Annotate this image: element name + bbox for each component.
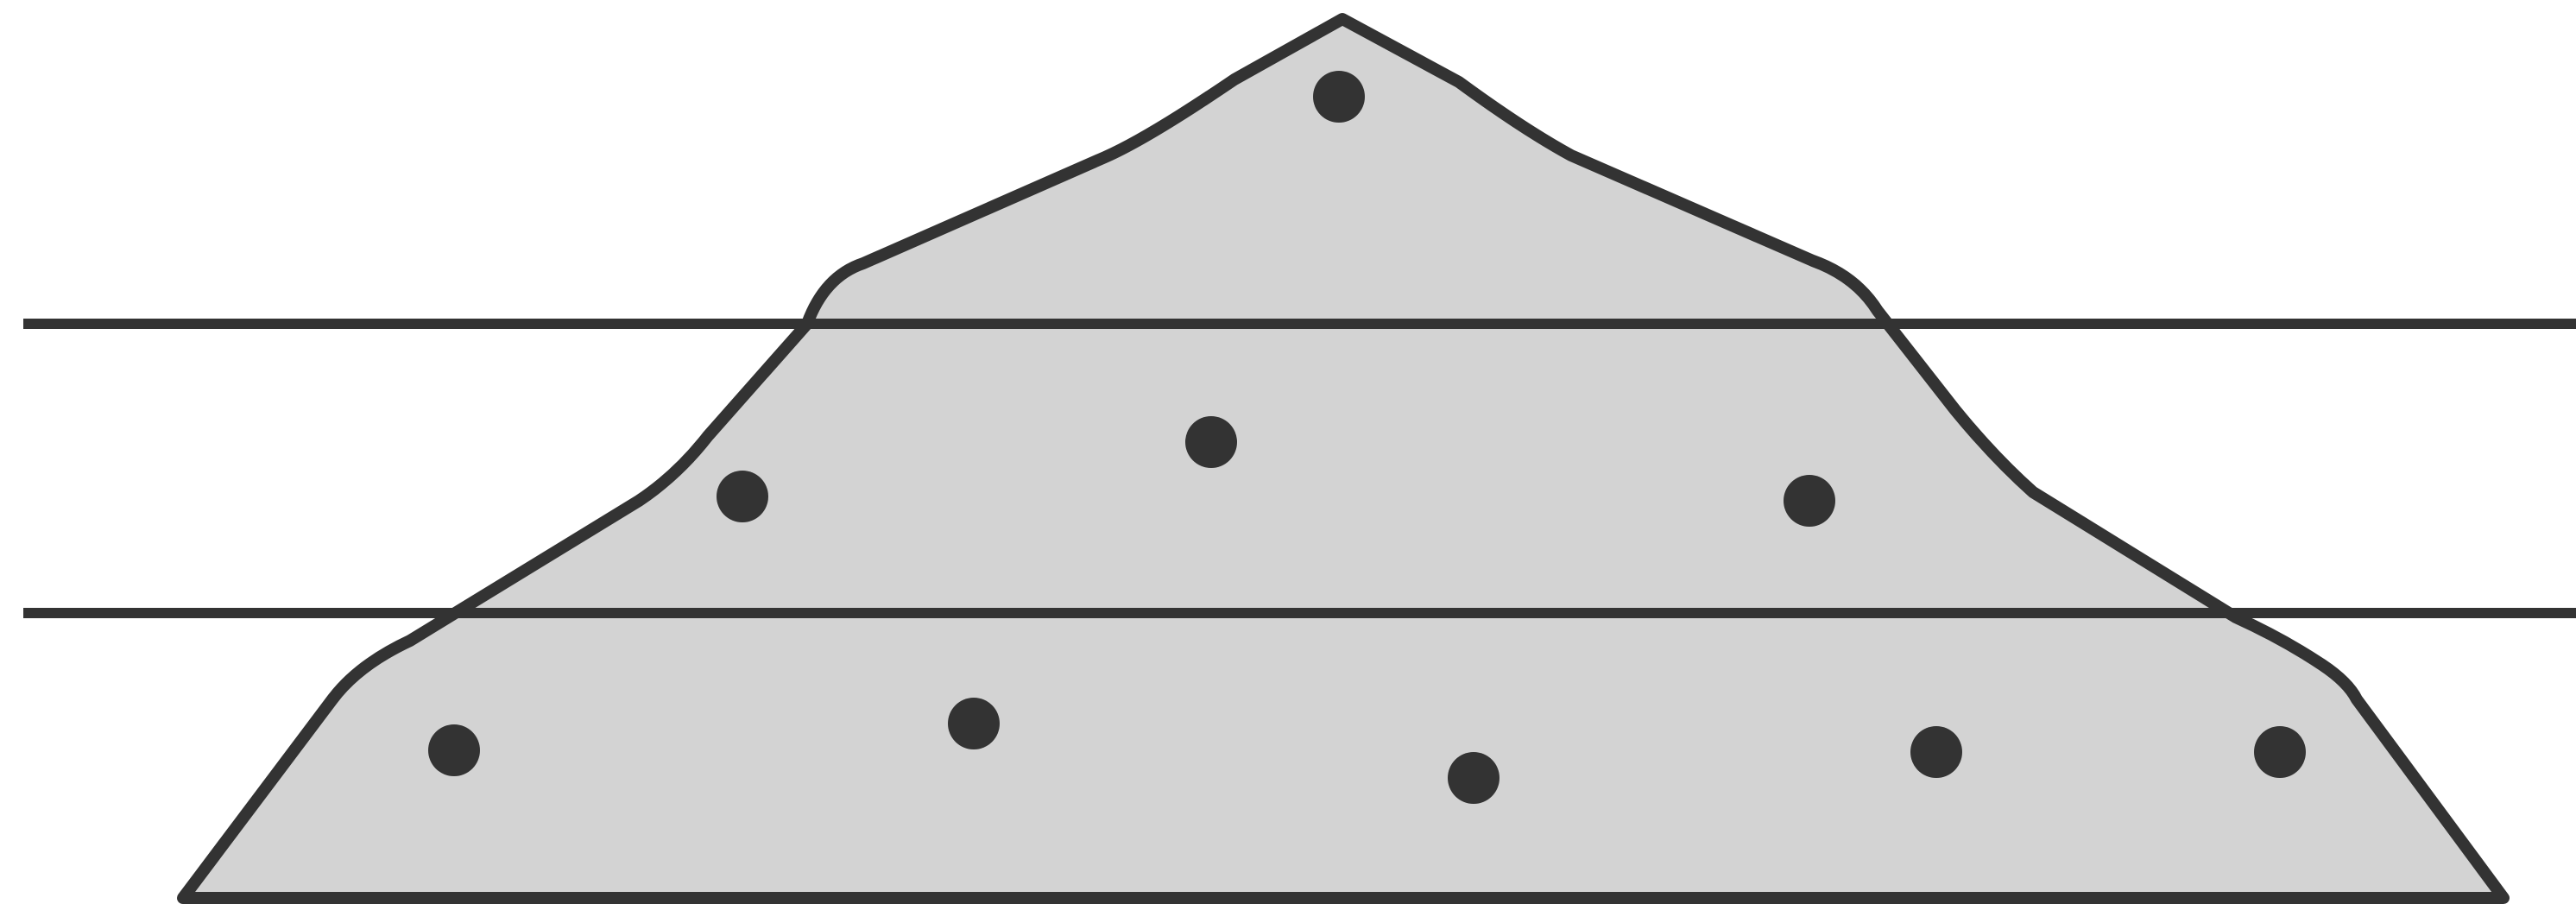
dot	[1313, 71, 1365, 123]
dot	[1448, 752, 1500, 804]
dot	[1185, 416, 1237, 468]
dot	[717, 471, 768, 522]
dot	[1784, 475, 1835, 527]
dot	[1910, 726, 1962, 778]
dot	[2254, 726, 2306, 778]
mound-shape	[183, 19, 2503, 898]
dot	[428, 724, 480, 776]
dot	[948, 698, 1000, 749]
